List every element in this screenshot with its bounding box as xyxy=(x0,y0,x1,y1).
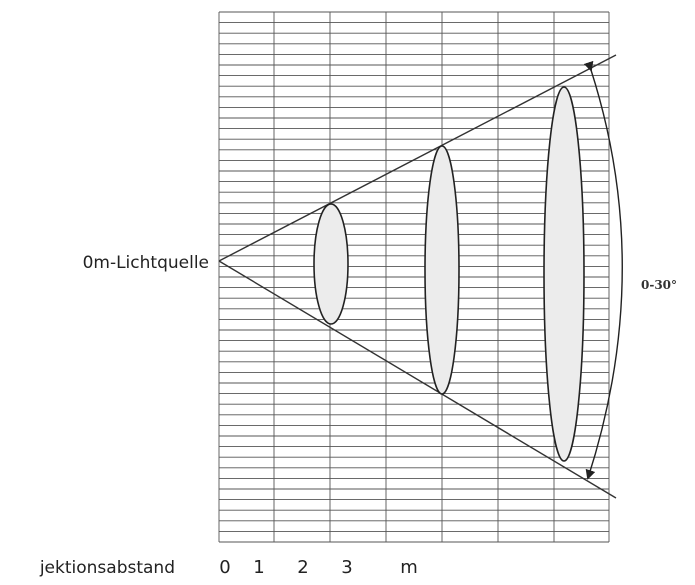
distance-tick-2: 2 xyxy=(297,557,308,578)
angle-arc-arrow xyxy=(583,60,623,480)
beam-upper-edge xyxy=(218,54,617,262)
beam-lower-edge xyxy=(218,260,617,499)
angle-label: 0-30° xyxy=(641,278,677,292)
distance-tick-1: 1 xyxy=(253,557,264,578)
beam-cone xyxy=(218,54,617,499)
light-source-label: 0m-Lichtquelle xyxy=(83,253,209,273)
distance-axis-label: jektionsabstand xyxy=(39,558,175,578)
beam-cross-section-2 xyxy=(424,145,460,395)
distance-unit: m xyxy=(400,557,418,578)
beam-ellipses xyxy=(313,86,585,462)
beam-cross-section-3 xyxy=(543,86,585,462)
beam-cross-section-1 xyxy=(313,203,349,325)
distance-tick-0: 0 xyxy=(219,557,230,578)
distance-tick-3: 3 xyxy=(341,557,352,578)
